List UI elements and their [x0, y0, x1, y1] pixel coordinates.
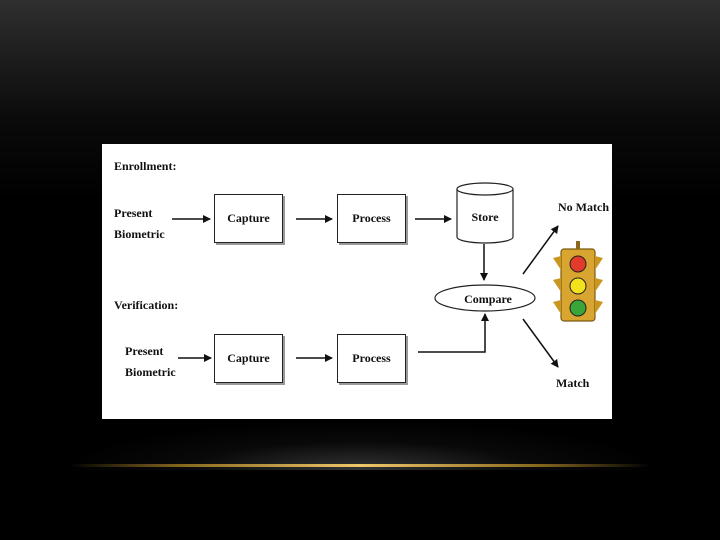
store-database-icon	[456, 182, 514, 244]
verification-capture-label: Capture	[227, 351, 270, 365]
enrollment-process-box: Process	[337, 194, 406, 243]
enrollment-process-label: Process	[352, 211, 391, 225]
verification-heading: Verification:	[114, 298, 179, 312]
verification-process-label: Process	[352, 351, 391, 365]
diagram-connectors: Store Compare	[172, 182, 603, 368]
enrollment-capture-label: Capture	[227, 211, 270, 225]
traffic-light-icon	[553, 241, 603, 322]
no-match-label: No Match	[558, 200, 609, 214]
verification-capture-box: Capture	[214, 334, 283, 383]
enrollment-input-line1: Present	[114, 206, 153, 220]
arrow-process-to-compare	[418, 313, 489, 353]
verification-process-box: Process	[337, 334, 406, 383]
biometric-flow-diagram: Store Compare Enrollment: Present Biomet…	[102, 144, 612, 419]
enrollment-input-line2: Biometric	[114, 227, 165, 241]
compare-label: Compare	[464, 292, 512, 306]
verification-input-line2: Biometric	[125, 365, 176, 379]
compare-node	[434, 284, 536, 312]
arrow-compare-to-no-match	[522, 225, 559, 275]
gold-divider-line	[70, 464, 650, 467]
enrollment-heading: Enrollment:	[114, 159, 177, 173]
verification-input-line1: Present	[125, 344, 164, 358]
store-label: Store	[471, 210, 499, 224]
enrollment-capture-box: Capture	[214, 194, 283, 243]
arrow-compare-to-match	[522, 318, 559, 368]
match-label: Match	[556, 376, 590, 390]
bottom-glow	[60, 420, 660, 470]
